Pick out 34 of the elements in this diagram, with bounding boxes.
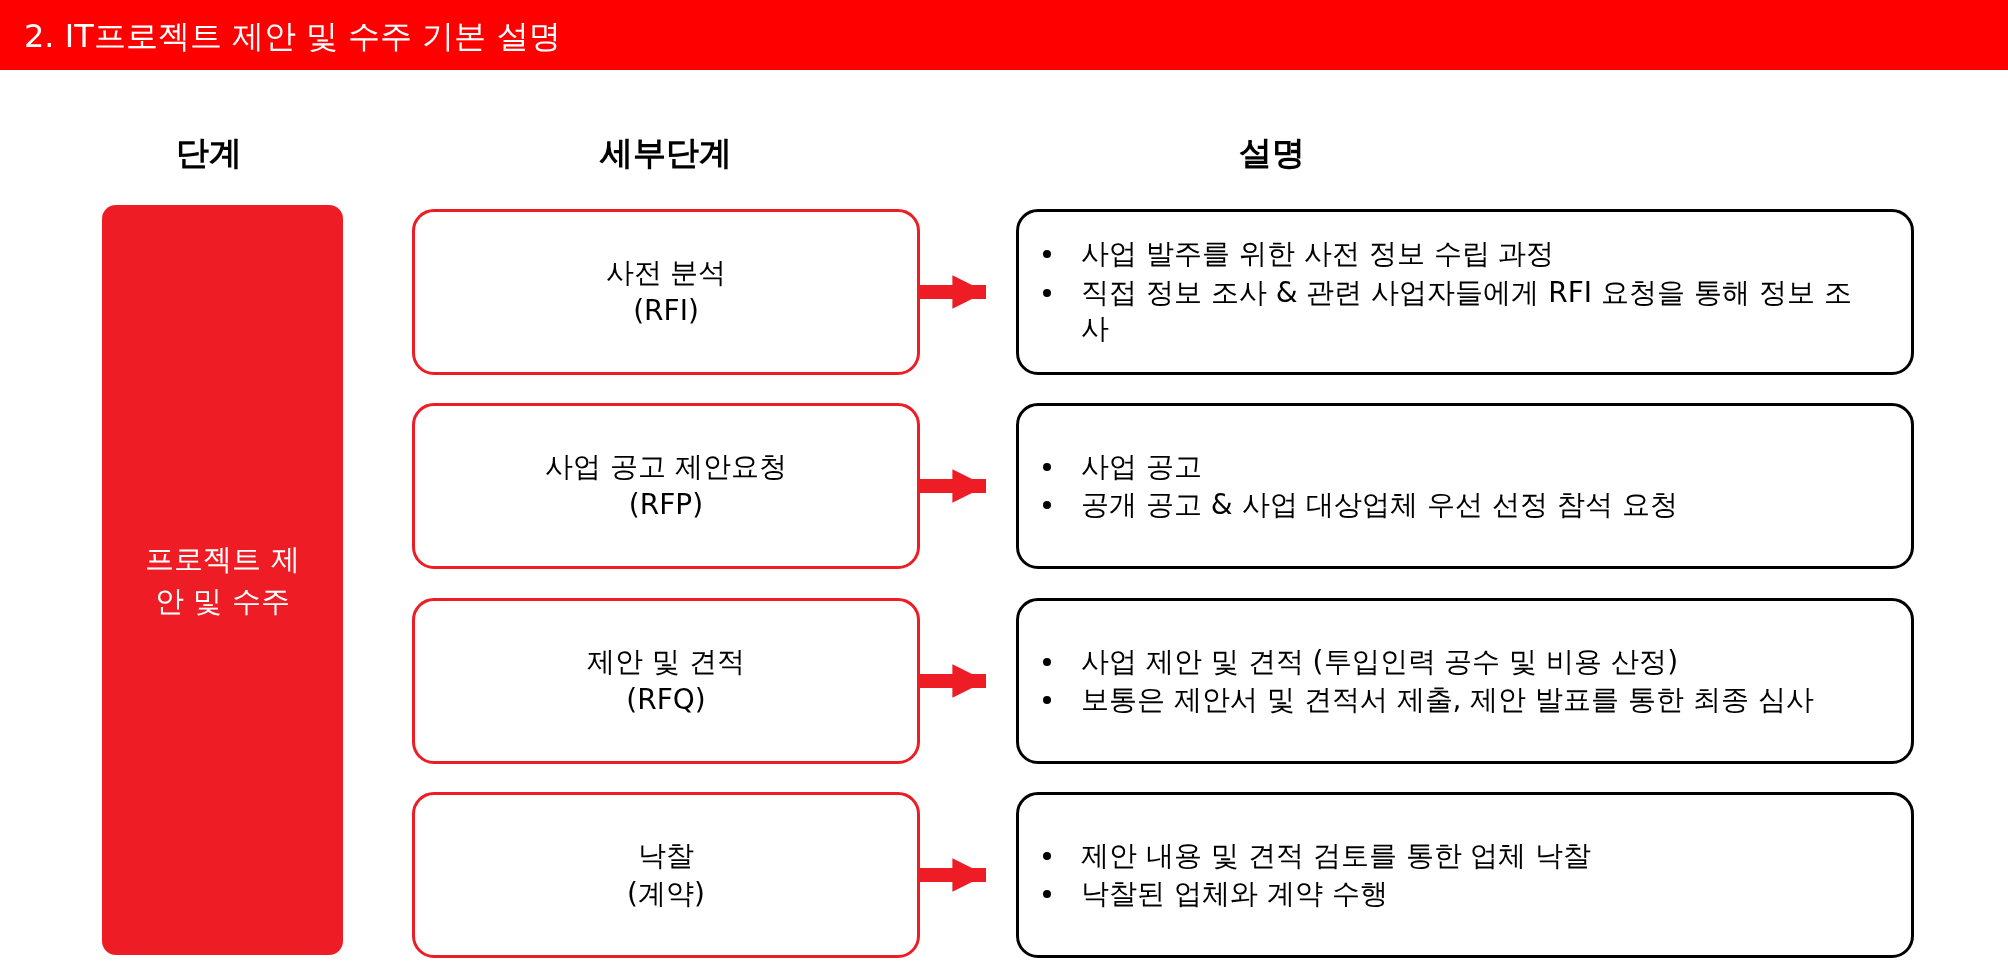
step-box bbox=[412, 403, 920, 569]
description-text: 제안 내용 및 견적 검토를 통한 업체 낙찰 bbox=[1081, 837, 1592, 874]
description-text: 보통은 제안서 및 견적서 제출, 제안 발표를 통한 최종 심사 bbox=[1081, 682, 1814, 718]
step-name: 제안 및 견적 bbox=[587, 644, 745, 681]
column-header: 단계 bbox=[175, 132, 243, 174]
description-text: 사업 발주를 위한 사전 정보 수립 과정 bbox=[1081, 236, 1555, 273]
column-header: 세부단계 bbox=[598, 132, 733, 174]
description-text: 사업 제안 및 견적 (투입인력 공수 및 비용 산정) bbox=[1081, 643, 1679, 680]
step-name: 사업 공고 제안요청 bbox=[545, 449, 787, 486]
step-code: (RFQ) bbox=[626, 682, 706, 718]
description-text: 공개 공고 & 사업 대상업체 우선 선정 참석 요청 bbox=[1081, 487, 1679, 523]
step-name: 사전 분석 bbox=[605, 255, 727, 292]
description-text: 사업 공고 bbox=[1081, 448, 1202, 485]
stage-text: 프로젝트 제안 및 수주 bbox=[144, 540, 301, 620]
arrow bbox=[920, 275, 986, 309]
step-box bbox=[412, 792, 920, 958]
description-box bbox=[1016, 403, 1914, 569]
description-box bbox=[1016, 598, 1914, 764]
step-code: (RFI) bbox=[633, 293, 699, 329]
step-code: (RFP) bbox=[628, 487, 704, 523]
step-box bbox=[412, 598, 920, 764]
arrow bbox=[920, 469, 986, 503]
title: 2. IT프로젝트 제안 및 수주 기본 설명 bbox=[24, 16, 561, 56]
step-code: (계약) bbox=[627, 876, 705, 912]
description-text: 직접 정보 조사 & 관련 사업자들에게 RFI 요청을 통해 정보 조사 bbox=[1081, 274, 1853, 348]
step-box bbox=[412, 209, 920, 375]
description-box bbox=[1016, 792, 1914, 958]
stage-box bbox=[102, 205, 343, 955]
arrow bbox=[920, 858, 986, 892]
column-header: 설명 bbox=[1238, 132, 1306, 174]
step-name: 낙찰 bbox=[638, 838, 694, 875]
arrow bbox=[920, 664, 986, 698]
description-box bbox=[1016, 209, 1914, 375]
description-text: 낙찰된 업체와 계약 수행 bbox=[1081, 876, 1388, 912]
